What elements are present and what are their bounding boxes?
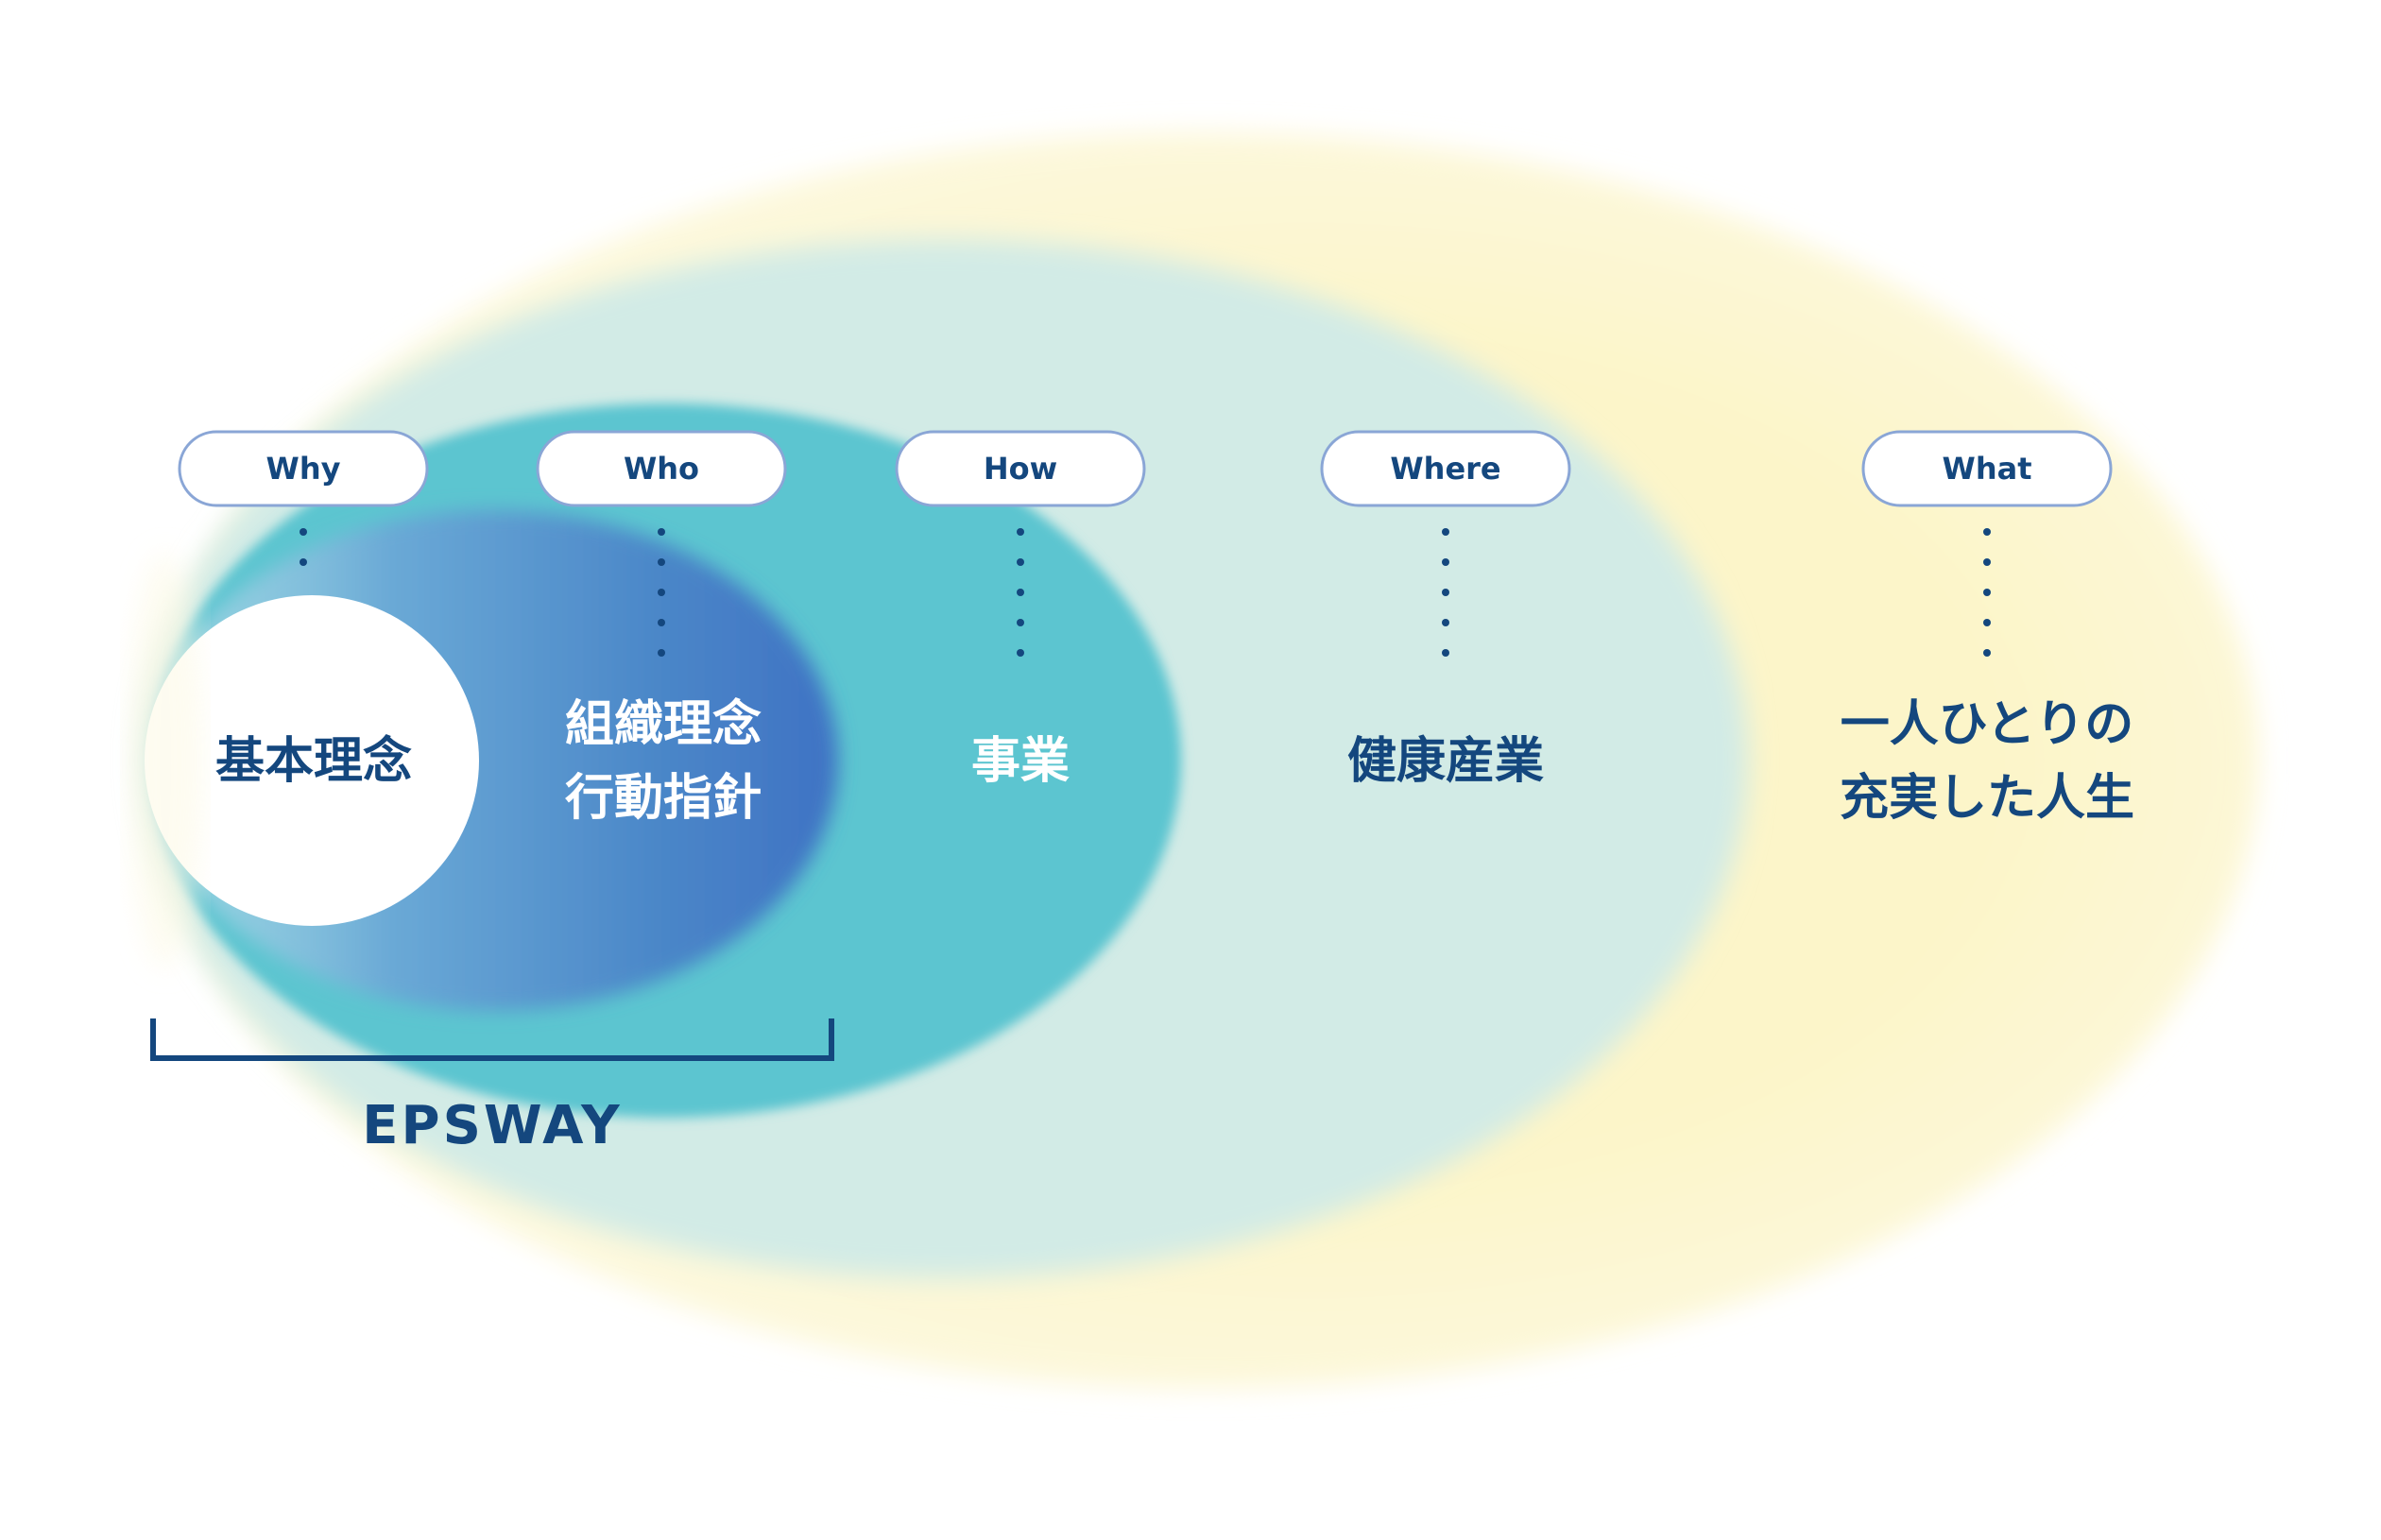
epsway-label: EPSWAY (362, 1095, 622, 1156)
connector-dot (300, 558, 307, 566)
left-edge-wash (128, 553, 203, 968)
layer-what-text: 一人ひとりの (1841, 696, 2133, 753)
connector-dot (658, 558, 665, 566)
connector-dot (1442, 649, 1449, 657)
layer-what-text: 充実した人生 (1840, 770, 2134, 827)
pill-where-label: Where (1390, 451, 1500, 487)
layer-why-text: 基本理念 (215, 733, 412, 790)
pill-why: Why (178, 430, 429, 566)
pill-what-box (1861, 430, 2113, 507)
connector-dot (658, 619, 665, 626)
pill-how-box (895, 430, 1146, 507)
connector-dot (1017, 649, 1024, 657)
pill-why-label: Why (266, 451, 341, 487)
connector-dot (1017, 619, 1024, 626)
connector-dot (1442, 589, 1449, 596)
pill-where-box (1320, 430, 1571, 507)
question-labels: Why Who How Where What (178, 430, 2113, 657)
layer-who-text: 行動指針 (565, 770, 762, 827)
layer-where-text: 健康産業 (1347, 733, 1544, 790)
connector-dot (658, 649, 665, 657)
connector-dot (658, 528, 665, 536)
pill-who: Who (536, 430, 787, 657)
pill-what: What (1861, 430, 2113, 657)
connector-dot (658, 589, 665, 596)
pill-how-label: How (984, 451, 1057, 487)
connector-dot (1983, 649, 1991, 657)
connector-dot (1017, 558, 1024, 566)
pill-what-label: What (1943, 451, 2032, 487)
layer-how-text: 事業 (971, 733, 1070, 790)
layer-who-text: 組織理念 (565, 696, 762, 753)
connector-dot (300, 528, 307, 536)
pill-how: How (895, 430, 1146, 657)
connector-dot (1017, 589, 1024, 596)
connector-dot (1983, 619, 1991, 626)
pill-who-label: Who (624, 451, 699, 487)
connector-dot (1442, 619, 1449, 626)
pill-why-box (178, 430, 429, 507)
epsway-bracket (150, 1018, 834, 1061)
ellipse-why-core (145, 595, 479, 926)
connector-dot (1017, 528, 1024, 536)
connector-dot (1983, 528, 1991, 536)
connector-dot (1442, 558, 1449, 566)
connector-dot (1983, 589, 1991, 596)
pill-who-box (536, 430, 787, 507)
connector-dot (1983, 558, 1991, 566)
pill-where: Where (1320, 430, 1571, 657)
connector-dot (1442, 528, 1449, 536)
